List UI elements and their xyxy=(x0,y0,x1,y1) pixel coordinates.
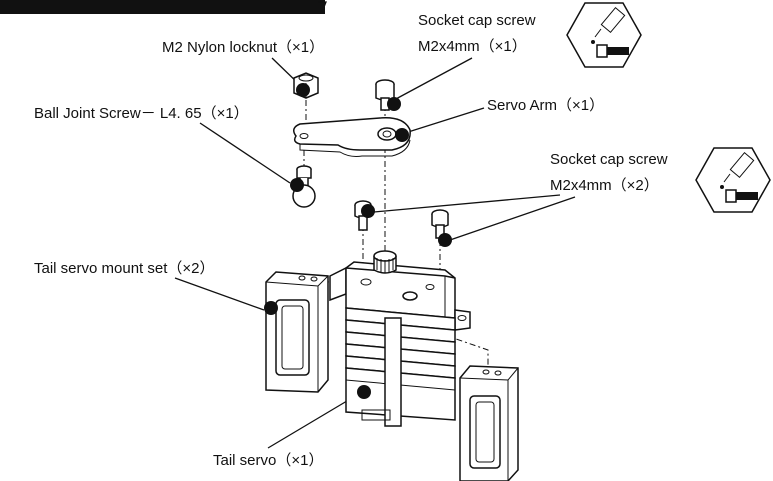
leader-mount-set xyxy=(174,277,265,311)
label-servo-arm: Servo Arm（×1） xyxy=(487,97,604,114)
threadlock-icon xyxy=(566,2,642,68)
callout-dot-ball-joint xyxy=(290,178,304,192)
label-socket-top-2: M2x4mm（×1） xyxy=(418,38,527,55)
label-tail-servo: Tail servo（×1） xyxy=(213,452,323,469)
callout-dot-mount-set xyxy=(264,301,278,315)
callout-dot-socket-mid-right xyxy=(438,233,452,247)
threadlock-icon xyxy=(695,147,771,213)
servo-arm xyxy=(293,117,411,157)
leader-ball-joint xyxy=(199,122,291,184)
label-socket-mid-2: M2x4mm（×2） xyxy=(550,177,659,194)
tail-servo-mount-left xyxy=(265,271,329,393)
leader-socket-mid-a xyxy=(373,194,561,213)
callout-dot-locknut xyxy=(296,83,310,97)
label-locknut: M2 Nylon locknut（×1） xyxy=(162,39,324,56)
callout-dot-tail-servo xyxy=(357,385,371,399)
tail-servo-mount-right xyxy=(459,365,519,481)
axis-mount-right xyxy=(429,329,489,368)
tail-servo xyxy=(329,250,471,427)
leader-servo-arm xyxy=(404,107,485,134)
socket-cap-screw-mid-right xyxy=(431,209,449,239)
label-socket-mid-1: Socket cap screw xyxy=(550,151,668,168)
label-ball-joint: Ball Joint Screw－ L4. 65（×1） xyxy=(34,105,249,122)
header-rule xyxy=(0,0,325,14)
header-fragment xyxy=(318,1,327,13)
callout-dot-socket-mid-left xyxy=(361,204,375,218)
leader-tail-servo xyxy=(267,394,358,449)
callout-dot-servo-arm xyxy=(395,128,409,142)
leader-socket-mid-b xyxy=(449,196,576,241)
label-socket-top-1: Socket cap screw xyxy=(418,12,536,29)
callout-dot-socket-top xyxy=(387,97,401,111)
leader-socket-top xyxy=(393,57,473,101)
label-mount-set: Tail servo mount set（×2） xyxy=(34,260,215,277)
